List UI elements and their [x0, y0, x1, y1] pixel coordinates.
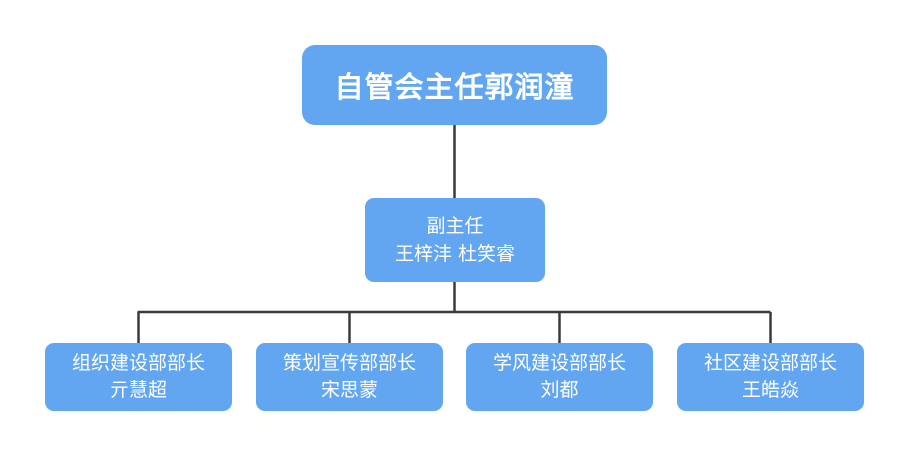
node-dept-study: 学风建设部部长 刘都: [466, 343, 653, 411]
dept-title: 社区建设部部长: [703, 352, 837, 374]
dept-head: 刘都: [540, 379, 579, 401]
node-dept-community: 社区建设部部长 王皓焱: [677, 343, 864, 411]
dept-title: 学风建设部部长: [492, 352, 626, 374]
dept-title: 组织建设部部长: [71, 352, 205, 374]
dept-title: 策划宣传部部长: [282, 352, 416, 374]
dept-head: 宋思蒙: [320, 379, 378, 401]
dept-head: 亓慧超: [109, 379, 167, 401]
node-dept-organization: 组织建设部部长 亓慧超: [45, 343, 232, 411]
deputy-role: 副主任: [426, 215, 484, 237]
director-title: 自管会主任郭润潼: [334, 70, 575, 104]
node-deputy-director: 副主任 王梓沣 杜笑睿: [365, 198, 545, 282]
node-director: 自管会主任郭润潼: [302, 45, 607, 125]
dept-head: 王皓焱: [741, 379, 799, 401]
node-dept-publicity: 策划宣传部部长 宋思蒙: [256, 343, 443, 411]
deputy-names: 王梓沣 杜笑睿: [394, 243, 516, 265]
